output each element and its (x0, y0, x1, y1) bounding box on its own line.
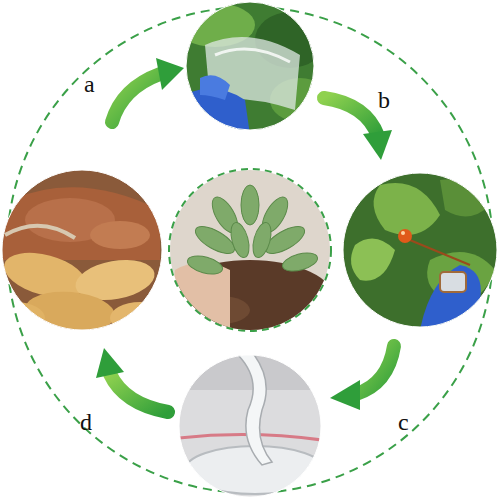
step-letter: d (80, 410, 92, 434)
liquid-photo (175, 350, 325, 500)
succulent-photo (165, 170, 335, 340)
leaf-sensor-photo (340, 170, 499, 335)
photo-border (2, 170, 162, 330)
step-letter: b (378, 88, 390, 112)
cycle-arrows (96, 58, 394, 412)
crab-potato-photo (0, 170, 170, 336)
step-letter: c (398, 410, 409, 434)
photo-border (186, 2, 314, 130)
center-dashed-ring (169, 169, 331, 331)
film-photo (175, 0, 330, 135)
photo-border (343, 173, 497, 327)
photo-border (179, 355, 321, 497)
step-letter: a (84, 72, 95, 96)
